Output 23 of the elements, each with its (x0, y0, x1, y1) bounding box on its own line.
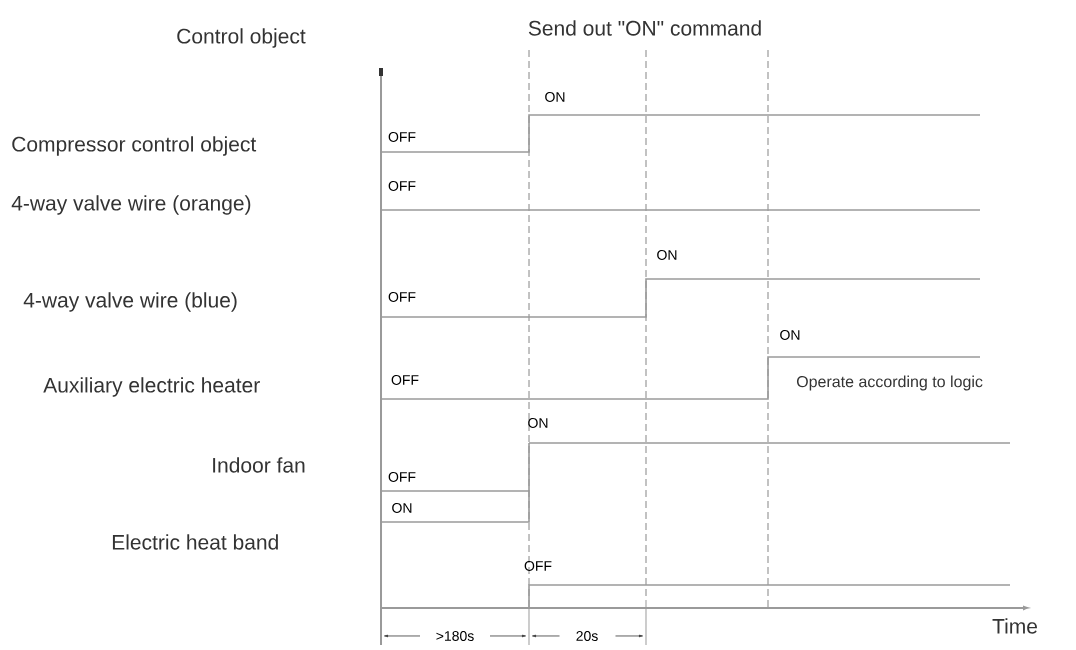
state-label: OFF (388, 132, 416, 142)
title: Send out "ON" command (528, 20, 761, 36)
dimension-label: 20s (576, 631, 598, 641)
row-label: Electric heat band (112, 534, 278, 550)
state-label: OFF (524, 561, 552, 571)
axis-label: Time (992, 618, 1037, 634)
row-label: Indoor fan (213, 457, 305, 473)
state-label: OFF (388, 472, 416, 482)
row-label: 4-way valve wire (orange) (11, 195, 251, 215)
state-label: OFF (388, 181, 416, 191)
row-label: Control object (177, 28, 306, 48)
state-label: ON (392, 503, 412, 513)
state-label: OFF (388, 292, 416, 302)
note: Operate according to logic (796, 375, 983, 391)
state-label: OFF (391, 375, 419, 385)
state-label: ON (545, 92, 565, 102)
state-label: ON (528, 418, 548, 428)
row-label: Compressor control object (12, 136, 257, 156)
dimension-label: >180s (436, 631, 474, 641)
state-label: ON (780, 330, 800, 340)
row-label: 4-way valve wire (blue) (23, 292, 237, 312)
state-label: ON (657, 250, 677, 260)
row-label: Auxiliary electric heater (43, 377, 260, 397)
